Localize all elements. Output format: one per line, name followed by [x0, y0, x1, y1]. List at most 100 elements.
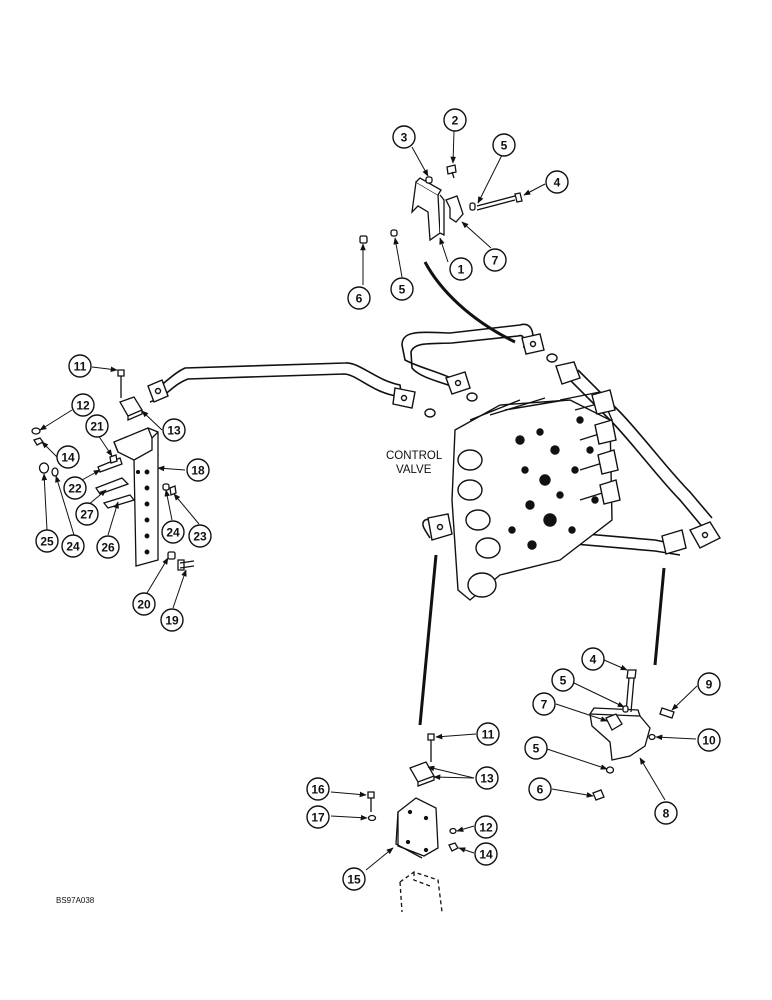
svg-text:14: 14: [61, 451, 75, 465]
control-valve: [451, 389, 621, 601]
svg-text:19: 19: [165, 614, 179, 628]
leader-left-18: [157, 465, 186, 472]
left-washer-12: [31, 427, 41, 435]
left-bolt-19: [177, 559, 195, 571]
left-washer-24a: [51, 467, 59, 477]
leader-upper-2: [450, 130, 456, 164]
callout-upper-5b: 5: [390, 277, 414, 301]
control-valve-label-line1: CONTROL: [386, 450, 443, 462]
callout-left-25: 25: [35, 529, 59, 553]
svg-text:6: 6: [537, 783, 544, 797]
svg-text:27: 27: [80, 508, 94, 522]
bottom-washer-12: [449, 827, 457, 835]
svg-text:13: 13: [480, 772, 494, 786]
left-bolt-11: [117, 369, 125, 398]
leader-left-12: [39, 409, 73, 431]
right-lower-assembly: [589, 669, 675, 801]
leader-bottom-13b: [433, 774, 475, 780]
svg-text:4: 4: [554, 176, 561, 190]
leader-right-heavy: [653, 567, 666, 666]
left-clamp-13: [119, 396, 143, 421]
left-bracket-18: [113, 427, 159, 567]
svg-text:13: 13: [167, 424, 181, 438]
leader-bottom-17: [330, 814, 368, 821]
bottom-bolt-11: [427, 733, 435, 762]
leader-bottom-16: [330, 791, 367, 798]
callout-left-20: 20: [132, 592, 156, 616]
leader-left-26: [107, 501, 119, 536]
callout-left-14: 14: [56, 445, 80, 469]
leader-right-5b: [546, 748, 608, 770]
svg-text:8: 8: [663, 807, 670, 821]
callout-left-27: 27: [75, 502, 99, 526]
leader-right-10: [655, 734, 697, 741]
left-shim-27: [95, 477, 130, 495]
right-washer-5b: [605, 766, 615, 774]
leader-left-22: [81, 469, 101, 481]
leader-left-27: [87, 489, 107, 506]
upper-bracket-assembly: [359, 164, 523, 244]
svg-text:5: 5: [399, 283, 406, 297]
svg-text:4: 4: [590, 653, 597, 667]
right-screw-9: [659, 707, 675, 719]
leader-bottom-11: [435, 733, 477, 740]
leader-bottom-15: [365, 847, 394, 871]
callout-bottom-17: 17: [306, 805, 330, 829]
svg-text:24: 24: [166, 526, 180, 540]
leader-upper-3: [411, 146, 429, 177]
left-nut-25: [38, 462, 50, 474]
svg-text:5: 5: [501, 139, 508, 153]
mounting-post: [399, 871, 443, 913]
svg-text:22: 22: [68, 482, 82, 496]
callout-left-23: 23: [188, 524, 212, 548]
callout-right-7: 7: [532, 692, 556, 716]
bottom-bracket-assembly: [367, 733, 459, 913]
upper-washer-5a: [469, 202, 476, 211]
callout-left-11: 11: [68, 354, 92, 378]
svg-text:14: 14: [479, 848, 493, 862]
flange-upper-mid: [445, 371, 471, 395]
callout-upper-5a: 5: [492, 133, 516, 157]
callout-bottom-14: 14: [474, 842, 498, 866]
callout-right-9: 9: [697, 672, 721, 696]
left-washer-24b: [162, 483, 170, 491]
valve-ports: [508, 416, 599, 550]
left-bolt-23: [169, 485, 177, 496]
leader-right-4: [603, 659, 628, 671]
svg-text:11: 11: [74, 360, 87, 374]
callout-left-24b: 24: [161, 520, 185, 544]
callout-right-5a: 5: [551, 668, 575, 692]
callout-bottom-16: 16: [306, 777, 330, 801]
svg-text:3: 3: [401, 131, 408, 145]
heavy-leaders: [418, 261, 666, 726]
leader-upper-5b: [393, 237, 403, 278]
flange-right-top: [555, 361, 581, 385]
leader-left-14: [41, 441, 58, 458]
flange-upper-right: [521, 333, 545, 355]
leader-right-7: [555, 703, 608, 722]
left-nut-20: [167, 551, 176, 560]
leader-left-23: [173, 493, 200, 525]
leader-upper-4: [523, 183, 546, 196]
o-ring-left: [424, 408, 436, 418]
leader-left-19: [172, 569, 187, 609]
leader-right-8: [639, 757, 666, 801]
callout-upper-7: 7: [483, 248, 507, 272]
svg-text:6: 6: [356, 292, 363, 306]
leader-upper-heavy: [423, 261, 516, 344]
svg-text:18: 18: [191, 464, 205, 478]
leader-left-24a: [55, 475, 75, 536]
leader-bottom-12: [456, 825, 475, 832]
callout-left-22: 22: [63, 476, 87, 500]
flange-lower-left: [427, 513, 453, 541]
svg-text:1: 1: [458, 263, 465, 277]
leader-left-21: [97, 434, 113, 457]
flange-left-valve: [392, 387, 416, 409]
svg-text:23: 23: [193, 530, 207, 544]
svg-text:5: 5: [560, 674, 567, 688]
svg-text:9: 9: [706, 678, 713, 692]
o-ring-upper-mid: [466, 392, 478, 402]
callout-upper-1: 1: [449, 257, 473, 281]
callout-left-18: 18: [186, 458, 210, 482]
